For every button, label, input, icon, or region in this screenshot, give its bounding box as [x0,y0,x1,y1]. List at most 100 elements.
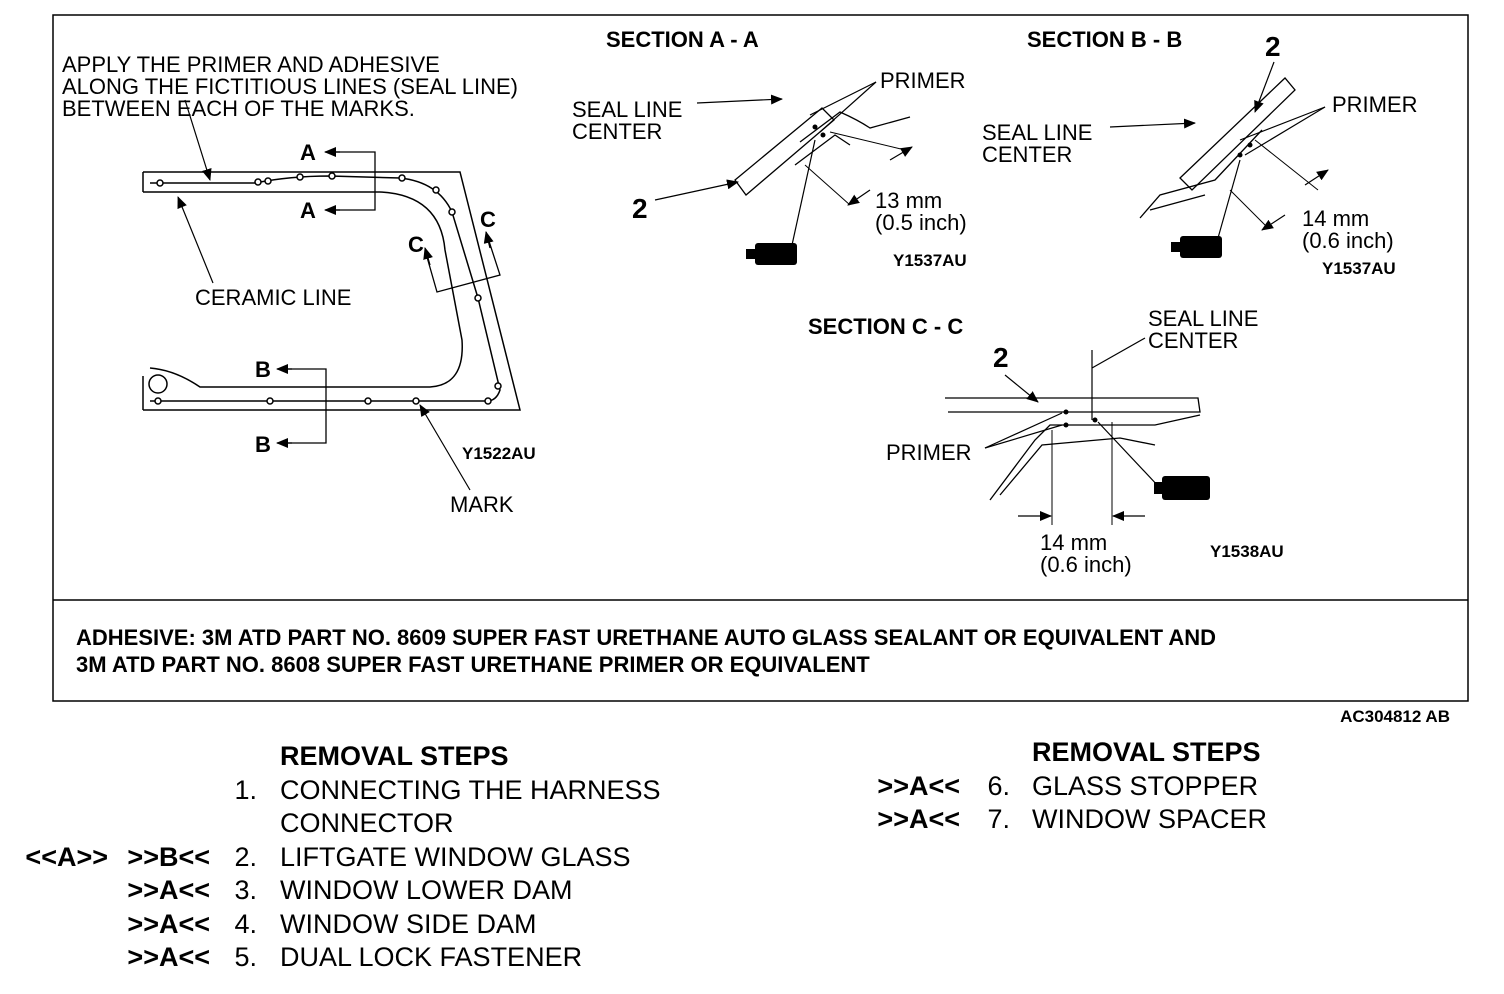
removal-reference: >>A<< [127,875,210,905]
seal-mark-icon [812,124,818,130]
instruction-line-3: BETWEEN EACH OF THE MARKS. [62,96,415,121]
arrow-icon [654,179,739,201]
figure-frame [52,14,1469,702]
primer-tube-icon [1171,236,1222,258]
section-a-callout: 2 [632,193,648,224]
arrow-icon [1304,169,1329,186]
section-c-letter-left: C [408,232,424,257]
section-b-primer: PRIMER [1332,92,1418,117]
seal-mark-icon [1237,152,1243,158]
removal-steps-right-list: >>A<< 6. GLASS STOPPER>>A<<7.WINDOW SPACER [860,770,1360,837]
seal-line [150,175,501,402]
seal-mark-icon [154,397,162,405]
seal-mark-icon [1247,142,1253,148]
section-b-letter-top: B [255,357,271,382]
section-c-cut-line [424,231,501,293]
step-text: DUAL LOCK FASTENER [280,942,583,972]
primer-leader-1 [1239,106,1326,141]
section-a-flange [794,134,851,166]
section-a-seal-line-1: SEAL LINE [572,97,682,122]
seal-marks [154,172,502,405]
section-a-seal-line-2: CENTER [572,119,662,144]
removal-step-row: >>A<<3.WINDOW LOWER DAM [0,874,700,908]
section-c-title: SECTION C - C [808,314,963,339]
removal-step-row: >>A<<4.WINDOW SIDE DAM [0,908,700,942]
glass-inner-outline [143,191,463,388]
arrow-icon [847,189,871,206]
removal-step-row: >>A<<7.WINDOW SPACER [860,803,1360,837]
section-a-dim-inch: (0.5 inch) [875,210,967,235]
primer-leader-2 [984,424,1063,449]
section-c-seal-line-1: SEAL LINE [1148,306,1258,331]
ceramic-line-label: CERAMIC LINE [195,285,351,310]
primer-leader-1 [984,412,1063,449]
seal-mark-icon [412,397,420,405]
section-b-drawing: SECTION B - B 2 PRIMER SEAL LINE CENTER … [982,27,1418,278]
arrow-icon [1091,337,1146,369]
removal-step-row: >>A<<5.DUAL LOCK FASTENER [0,941,700,975]
removal-steps-left-title-row: REMOVAL STEPS [0,740,700,774]
section-b-cut-line [282,368,327,444]
overview-drawing: APPLY THE PRIMER AND ADHESIVE ALONG THE … [62,52,536,517]
dimension-ext-2 [829,131,906,151]
removal-reference: >>A<< [877,770,960,801]
section-c-seal-line-2: CENTER [1148,328,1238,353]
step-text: CONNECTING THE HARNESS [280,774,661,805]
step-number: 6. [987,770,1010,801]
section-b-glass [1179,77,1296,191]
step-text: LIFTGATE WINDOW GLASS [280,841,631,872]
step-number: 2. [234,841,257,872]
seal-mark-icon [820,132,826,138]
step-text: WINDOW SPACER [1032,804,1267,834]
arrow-icon [1261,214,1286,231]
arrow-icon [177,196,214,284]
figure-id: AC304812 AB [1340,707,1450,726]
section-a-primer: PRIMER [880,68,966,93]
section-a-letter-bottom: A [300,198,316,223]
dimension-ext-1 [804,164,851,206]
seal-mark-icon [484,397,492,405]
seal-mark-icon [296,173,304,181]
adhesive-note-line-1: ADHESIVE: 3M ATD PART NO. 8609 SUPER FAS… [76,625,1216,650]
step-text: WINDOW SIDE DAM [280,908,537,939]
adhesive-note-line-2: 3M ATD PART NO. 8608 SUPER FAST URETHANE… [76,652,870,677]
section-a-body-panel [799,111,911,143]
primer-leader-2 [1244,106,1326,156]
removal-step-row: >>A<< 6. GLASS STOPPER [860,770,1360,804]
seal-mark-icon [156,179,164,187]
section-a-letter-top: A [300,140,316,165]
section-c-callout: 2 [993,342,1009,373]
seal-mark-icon [266,397,274,405]
dimension-ext-1 [1229,189,1269,229]
section-c-dim-inch: (0.6 inch) [1040,552,1132,577]
arrow-icon [696,94,783,105]
dimension-ext-2 [1254,139,1319,191]
seal-mark-icon [474,294,482,302]
section-c-dim-mm: 14 mm [1040,530,1107,555]
step-number: 5. [234,942,257,972]
step-number: 3. [234,875,257,905]
section-b-dim-mm: 14 mm [1302,206,1369,231]
arrow-icon [184,99,212,181]
section-a-code: Y1537AU [893,251,967,270]
section-a-drawing: SECTION A - A SEAL LINE CENTER PRIMER 2 … [572,27,967,270]
removal-step-row: CONNECTOR [0,807,700,841]
seal-mark-icon [264,177,272,185]
removal-reference: >>B<< [127,841,210,872]
removal-step-row: 1.CONNECTING THE HARNESS [0,774,700,808]
overview-code: Y1522AU [462,444,536,463]
section-c-glass [945,397,1201,413]
removal-steps-right-title-row: REMOVAL STEPS [860,736,1360,770]
removal-steps-left-title: REMOVAL STEPS [280,741,509,771]
step-text: GLASS STOPPER [1032,770,1259,801]
section-b-code: Y1537AU [1322,259,1396,278]
removal-steps-right: REMOVAL STEPS >>A<< 6. GLASS STOPPER>>A<<7… [860,736,1360,837]
primer-tube-icon [1154,476,1210,500]
section-b-callout: 2 [1265,31,1281,62]
seal-mark-icon [1092,417,1098,423]
seal-mark-icon [328,172,336,180]
section-a-glass [734,107,835,196]
tube-leader [1217,159,1241,239]
